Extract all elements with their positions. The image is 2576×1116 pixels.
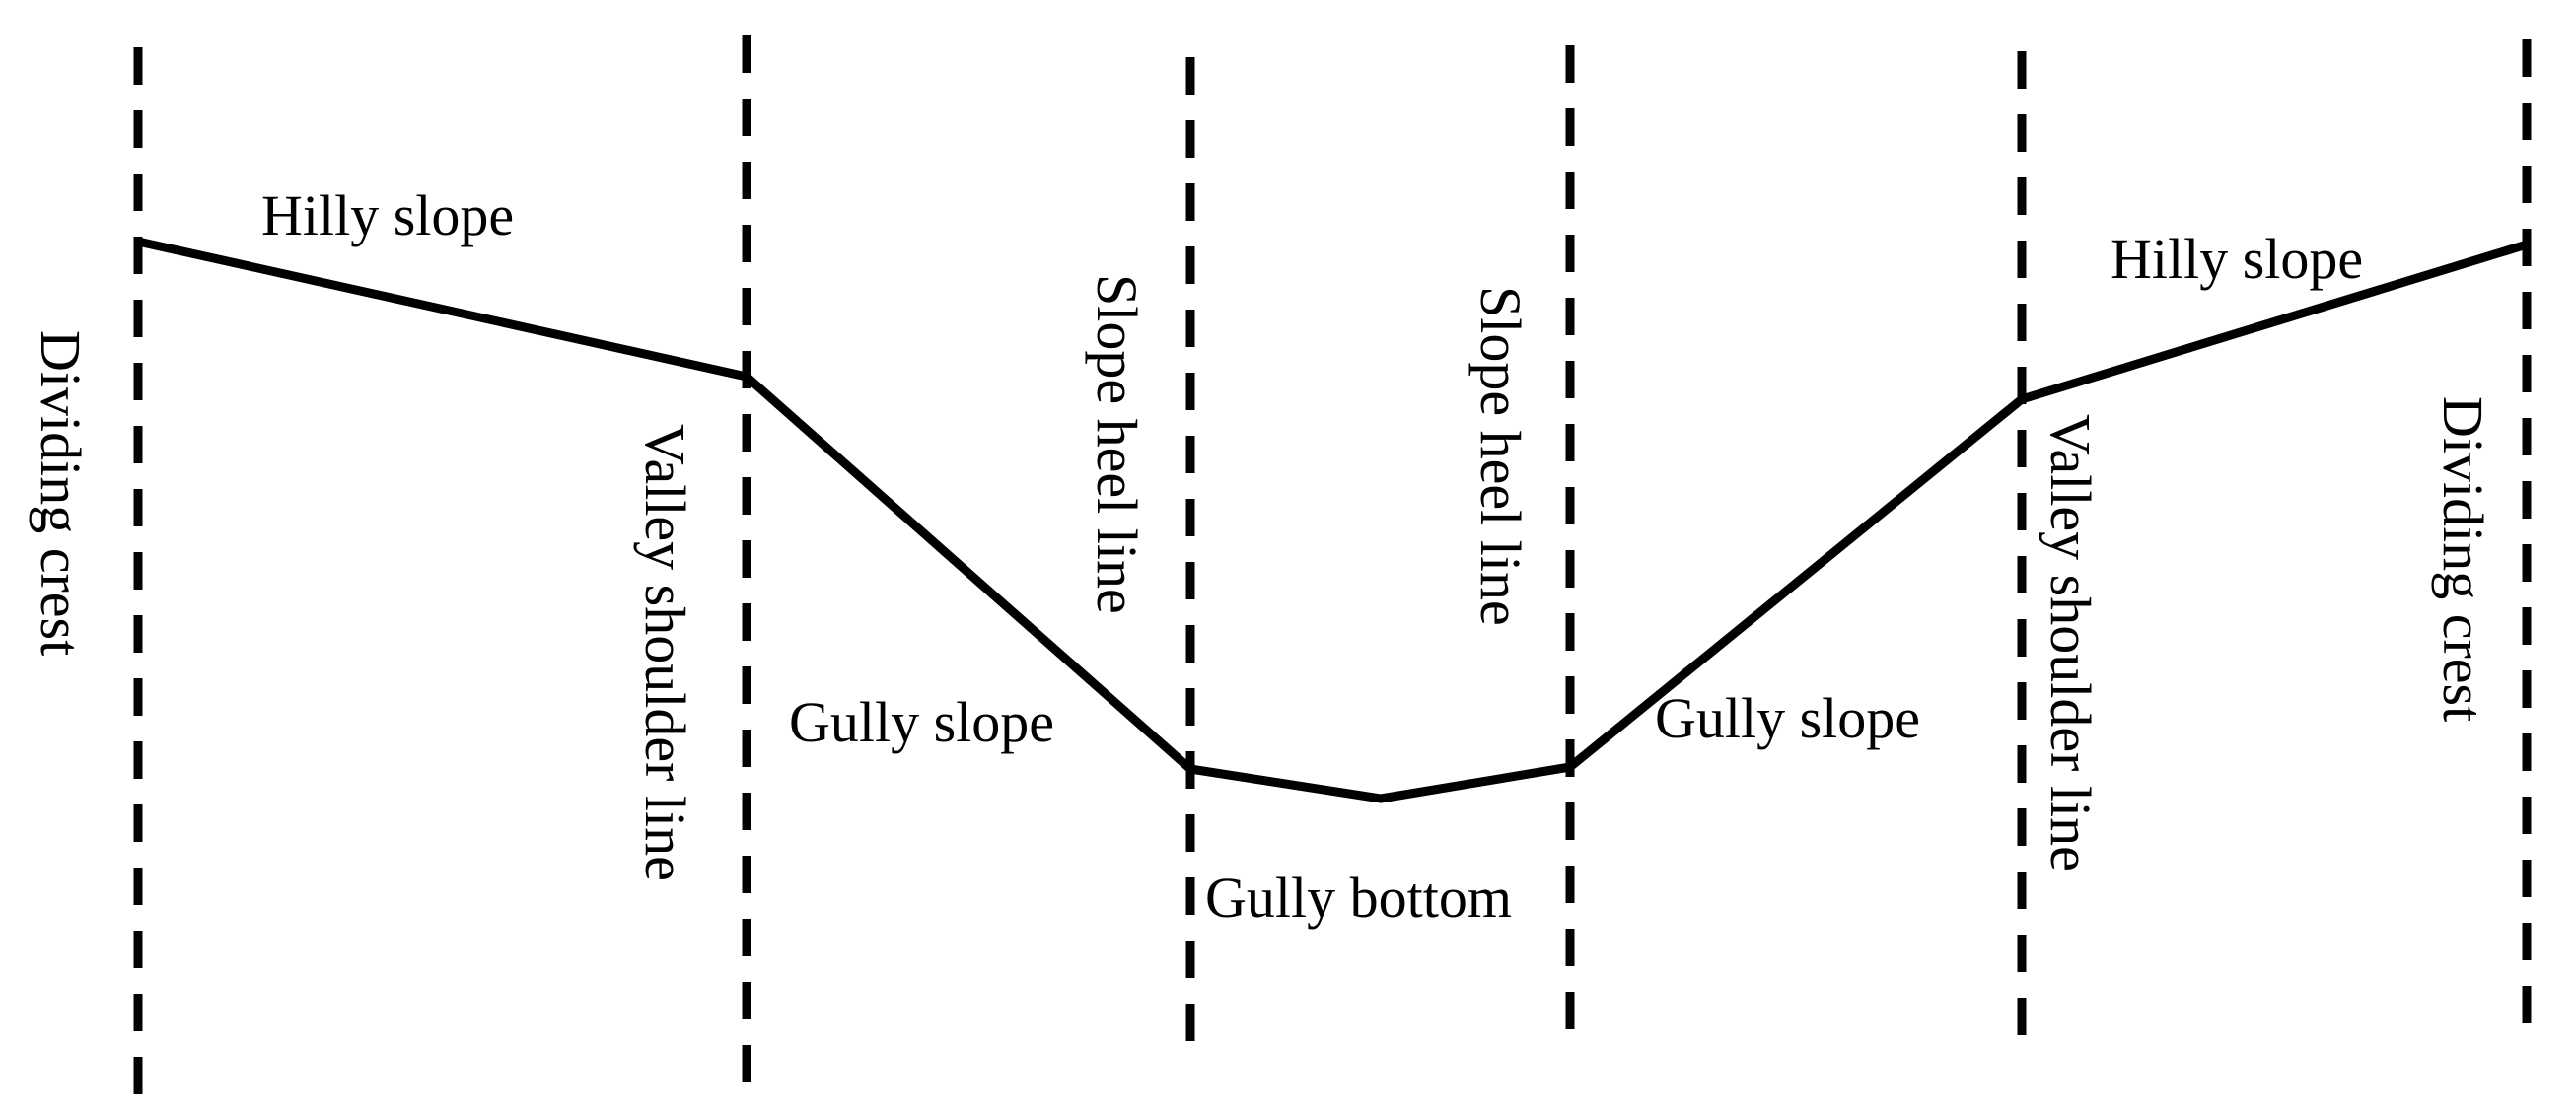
terrain-profile-line xyxy=(133,237,2532,803)
gully-slope-label-right: Gully slope xyxy=(1655,686,1920,750)
slope-heel-line-label-right: Slope heel line xyxy=(1468,286,1533,626)
dividing-crest-label-left: Dividing crest xyxy=(29,330,93,656)
valley-shoulder-line-label-left: Valley shoulder line xyxy=(633,424,697,881)
hilly-slope-label-left: Hilly slope xyxy=(261,183,514,247)
hilly-slope-label-right: Hilly slope xyxy=(2111,227,2363,291)
gully-bottom-label: Gully bottom xyxy=(1205,866,1512,930)
gully-slope-label-left: Gully slope xyxy=(789,690,1054,754)
dividing-crest-label-right: Dividing crest xyxy=(2431,396,2495,722)
slope-heel-line-label-left: Slope heel line xyxy=(1085,274,1149,614)
valley-shoulder-line-label-right: Valley shoulder line xyxy=(2039,414,2103,872)
